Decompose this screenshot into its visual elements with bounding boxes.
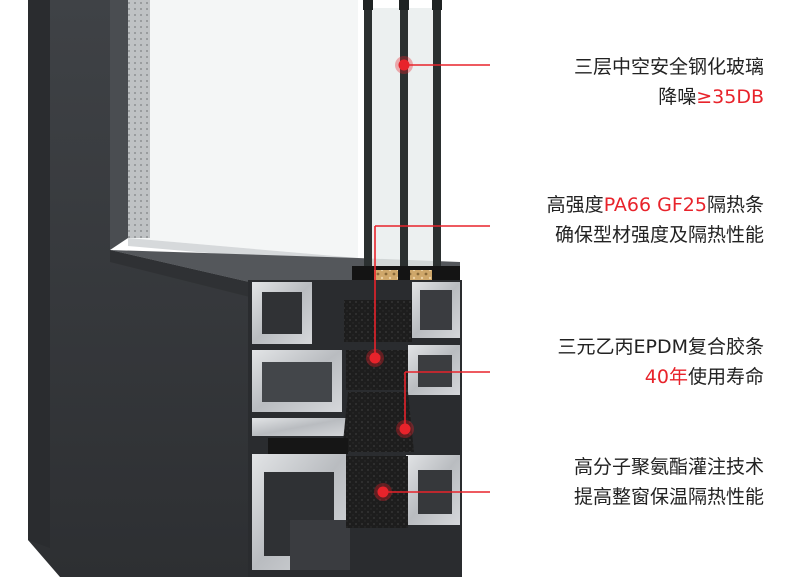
callout-line: 三元乙丙EPDM复合胶条 — [558, 332, 765, 362]
callout-line: 提高整窗保温隔热性能 — [574, 482, 764, 512]
leader-lines — [374, 64, 490, 493]
callout-text: 高强度 — [546, 194, 604, 216]
callout-line: 40年使用寿命 — [558, 362, 764, 392]
callout-text: 使用寿命 — [687, 366, 764, 388]
highlight-text: ≥35DB — [696, 86, 764, 108]
callout-line: 三层中空安全钢化玻璃 — [574, 52, 764, 82]
callout-glass: 三层中空安全钢化玻璃降噪≥35DB — [574, 52, 764, 112]
callout-text: 高分子聚氨酯灌注技术 — [573, 456, 764, 478]
callout-line: 高强度PA66 GF25隔热条 — [547, 190, 764, 220]
callout-text: 确保型材强度及隔热性能 — [554, 224, 764, 246]
callout-epdm-seal: 三元乙丙EPDM复合胶条 40年使用寿命 — [558, 332, 765, 392]
aluminum-profile-section — [248, 280, 462, 577]
callout-text: 隔热条 — [706, 194, 764, 216]
callout-text: 三元乙丙EPDM复合胶条 — [557, 336, 765, 358]
callout-polymer-foam: 高分子聚氨酯灌注技术提高整窗保温隔热性能 — [574, 452, 764, 512]
callout-markers — [366, 56, 414, 501]
callout-line: 高分子聚氨酯灌注技术 — [574, 452, 764, 482]
callout-line: 降噪≥35DB — [574, 82, 764, 112]
highlight-text: PA66 GF25 — [603, 194, 707, 216]
callout-thermal-strip: 高强度PA66 GF25隔热条确保型材强度及隔热性能 — [547, 190, 764, 250]
callout-line: 确保型材强度及隔热性能 — [547, 220, 764, 250]
highlight-text: 40年 — [644, 366, 688, 388]
frame-outer — [28, 0, 262, 577]
callout-text: 提高整窗保温隔热性能 — [573, 486, 764, 508]
glass-pane — [128, 0, 358, 266]
callout-text: 三层中空安全钢化玻璃 — [573, 56, 764, 78]
callout-text: 降噪 — [658, 86, 697, 108]
